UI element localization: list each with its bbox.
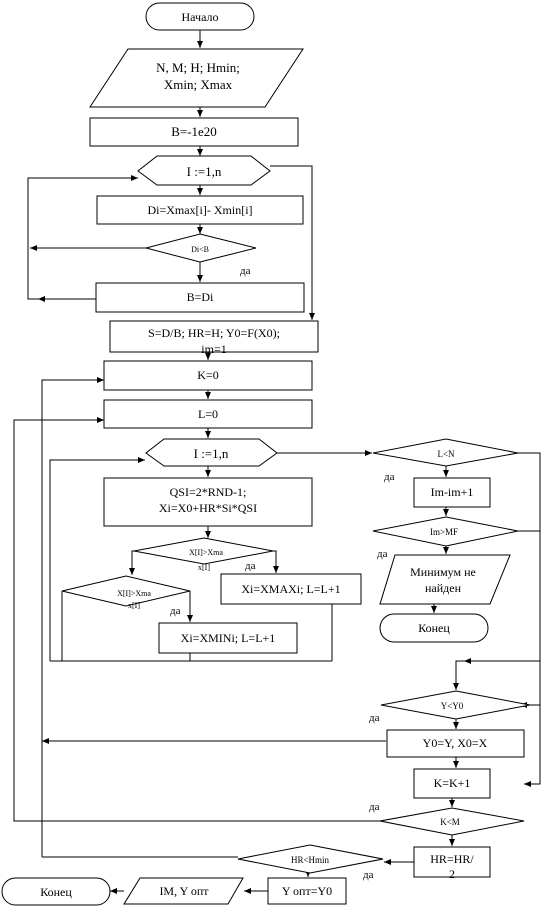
l-cond-diamond: L<N	[372, 438, 519, 467]
loop1-block: I :=1,n	[137, 155, 271, 186]
yopt-label: Y опт=Y0	[282, 884, 332, 898]
yes-label: да	[369, 801, 380, 813]
loop2-label: I :=1,n	[194, 446, 229, 461]
cond-xmax-diamond: X[I]>Xma x[I]	[133, 537, 274, 572]
y-assign-label: Y0=Y, X0=X	[423, 736, 488, 750]
cond-xmin-label-line2: x[I]	[128, 601, 140, 610]
connectors	[13, 30, 541, 894]
hr-cond-diamond: HR<Hmin	[237, 844, 384, 874]
merge-to-y-cond	[453, 660, 540, 690]
start-terminal: Начало	[145, 2, 255, 31]
yopt-block: Y опт=Y0	[267, 877, 347, 905]
yes-label: да	[363, 869, 374, 881]
l-cond-label: L<N	[437, 449, 455, 459]
end1-label: Конец	[418, 621, 450, 635]
cond-xmax-no	[129, 550, 135, 575]
s-calc-label-line1: S=D/B; HR=H; Y0=F(X0);	[148, 326, 280, 340]
k-inc-block: K=K+1	[413, 768, 491, 799]
yes-label: да	[245, 560, 256, 572]
output-block: IM, Y опт	[123, 877, 244, 905]
y-cond-label: Y<Y0	[441, 701, 464, 711]
k-init-label: K=0	[197, 368, 218, 382]
hr-label-line1: HR=HR/	[430, 852, 474, 866]
output-label: IM, Y опт	[159, 884, 209, 898]
cond-xmax-yes	[273, 550, 279, 573]
b-init-block: B=-1e20	[89, 117, 299, 147]
y-cond-diamond: Y<Y0	[380, 690, 531, 720]
di-cond-label: Di<B	[191, 245, 209, 254]
input-label-line2: Xmin; Xmax	[164, 77, 233, 92]
hr-cond-label: HR<Hmin	[291, 855, 330, 865]
k-init-block: K=0	[103, 360, 313, 391]
di-calc-label: Di=Xmax[i]- Xmin[i]	[147, 203, 252, 217]
im-inc-label: Im-im+1	[431, 485, 474, 499]
s-calc-block: S=D/B; HR=H; Y0=F(X0); im=1	[109, 320, 319, 356]
input-block: N, M; H; Hmin; Xmin; Xmax	[89, 48, 304, 108]
l-init-block: L=0	[103, 399, 313, 429]
cond-xmin-diamond: X[I]>Xma x[I]	[61, 575, 191, 610]
not-found-output: Минимум не найден	[379, 554, 511, 605]
loop2-block: I :=1,n	[145, 438, 278, 467]
hr-block: HR=HR/ 2	[413, 846, 491, 881]
di-cond-diamond: Di<B	[144, 233, 257, 263]
xmax-assign-block: Xi=XMAXi; L=L+1	[220, 573, 362, 605]
b-init-label: B=-1e20	[171, 124, 217, 139]
loop1-exit	[270, 165, 315, 320]
b-assign-label: B=Di	[187, 290, 214, 304]
yes-label: да	[240, 265, 251, 277]
k-cond-label: K<M	[440, 817, 460, 827]
k-inc-label: K=K+1	[434, 776, 471, 790]
k-loop-back-edge	[41, 377, 104, 857]
cond-xmax-label-line2: x[I]	[198, 563, 210, 572]
qsi-block: QSI=2*RND-1; Xi=X0+HR*Si*QSI	[103, 477, 313, 527]
cond-xmin-label-line1: X[I]>Xma	[117, 589, 151, 598]
l-init-label: L=0	[198, 407, 218, 421]
di-calc-block: Di=Xmax[i]- Xmin[i]	[96, 195, 304, 225]
qsi-label-line1: QSI=2*RND-1;	[170, 485, 247, 499]
not-found-label-line1: Минимум не	[410, 565, 476, 579]
xmin-assign-label: Xi=XMINi; L=L+1	[181, 631, 276, 645]
loop2-back-edge	[49, 457, 145, 661]
loop1-label: I :=1,n	[187, 164, 222, 179]
hr-label-line2: 2	[449, 867, 455, 881]
end2-label: Конец	[40, 885, 72, 899]
yes-label: да	[170, 605, 181, 617]
k-cond-yes-back	[13, 417, 380, 822]
qsi-label-line2: Xi=X0+HR*Si*QSI	[159, 501, 257, 515]
cond-xmax-label-line1: X[I]>Xma	[189, 548, 223, 557]
y-assign-block: Y0=Y, X0=X	[386, 729, 525, 758]
not-found-label-line2: найден	[425, 581, 462, 595]
end-terminal-1: Конец	[379, 613, 489, 643]
yes-label: да	[384, 471, 395, 483]
yes-label: да	[369, 712, 380, 724]
im-inc-block: Im-im+1	[413, 477, 491, 508]
k-cond-diamond: K<M	[379, 807, 525, 836]
s-calc-label-line2: im=1	[201, 342, 226, 356]
b-assign-block: B=Di	[95, 282, 305, 313]
start-label: Начало	[182, 10, 219, 24]
im-cond-label: Im>MF	[430, 527, 458, 537]
xmin-assign-block: Xi=XMINi; L=L+1	[158, 622, 298, 654]
l-cond-no-branch	[518, 452, 541, 787]
im-cond-diamond: Im>MF	[372, 516, 519, 547]
yes-label: да	[377, 548, 388, 560]
end-terminal-2: Конец	[1, 877, 111, 906]
xmax-assign-label: Xi=XMAXi; L=L+1	[241, 582, 340, 596]
input-label-line1: N, M; H; Hmin;	[156, 60, 240, 75]
